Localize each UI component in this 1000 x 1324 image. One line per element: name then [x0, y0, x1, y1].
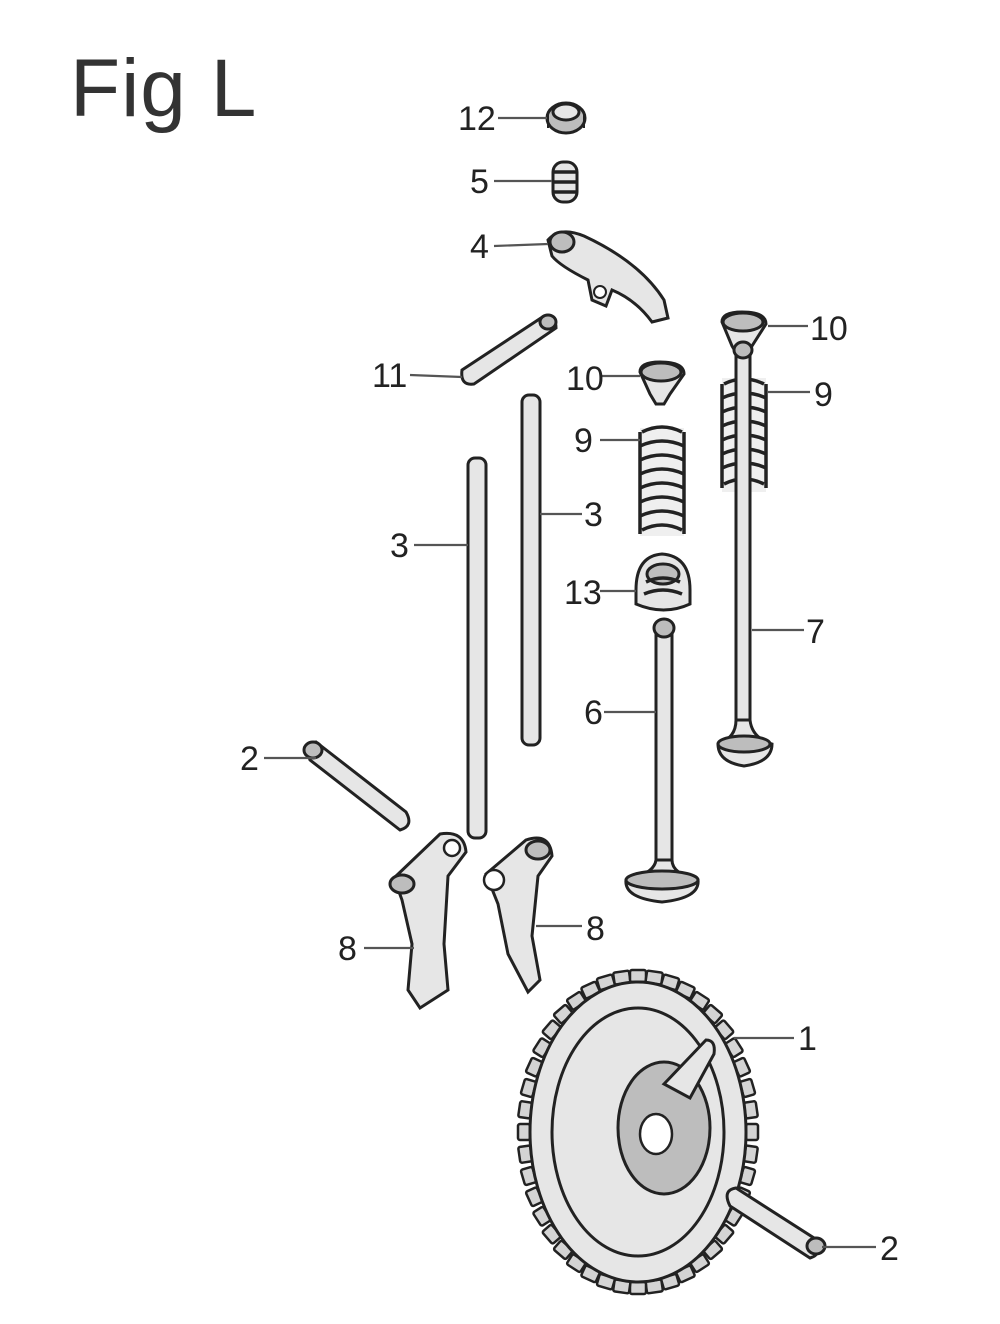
callout-10-right: 10 — [810, 310, 848, 348]
callout-6: 6 — [584, 694, 603, 732]
leader-4 — [493, 242, 549, 248]
part-2-shaft-upper — [302, 740, 411, 832]
callout-3-right: 3 — [584, 496, 603, 534]
gear-tooth — [628, 1280, 648, 1296]
callout-11: 11 — [372, 357, 407, 395]
callout-4: 4 — [470, 228, 489, 266]
callout-7: 7 — [806, 613, 825, 651]
callout-5: 5 — [470, 163, 489, 201]
figure-title: Fig L — [70, 43, 258, 134]
callout-9-right: 9 — [814, 376, 833, 414]
callout-8-right: 8 — [586, 910, 605, 948]
part-3-push-rod-left — [466, 456, 488, 840]
part-8-cam-follower-right — [482, 836, 554, 995]
part-5-pivot — [551, 160, 579, 204]
part-7-exhaust-valve — [716, 340, 774, 768]
callout-8-left: 8 — [338, 930, 357, 968]
callout-12: 12 — [458, 100, 496, 138]
part-10-retainer-left — [638, 360, 686, 406]
part-10-retainer-right — [720, 310, 768, 358]
callout-10-left: 10 — [566, 360, 604, 398]
part-11-pin — [460, 313, 558, 386]
part-13-valve-rotator — [634, 552, 692, 612]
callout-1: 1 — [798, 1020, 817, 1058]
callout-13: 13 — [564, 574, 602, 612]
gear-tooth — [744, 1122, 760, 1142]
part-12-nut — [545, 101, 587, 135]
part-4-rocker-arm — [546, 230, 670, 324]
part-1-camshaft-gear — [516, 968, 760, 1296]
callout-2-lower: 2 — [880, 1230, 899, 1268]
part-8-cam-follower-left — [388, 831, 468, 1011]
part-2-shaft-lower — [725, 1186, 827, 1260]
leader-11 — [409, 373, 463, 379]
gear-tooth — [628, 968, 648, 984]
callout-3-left: 3 — [390, 527, 409, 565]
part-9-spring-left — [638, 425, 686, 536]
gear-tooth — [516, 1122, 532, 1142]
callout-9-left: 9 — [574, 422, 593, 460]
part-6-intake-valve — [624, 617, 700, 904]
callout-2-upper: 2 — [240, 740, 259, 778]
part-3-push-rod-right — [520, 393, 542, 747]
